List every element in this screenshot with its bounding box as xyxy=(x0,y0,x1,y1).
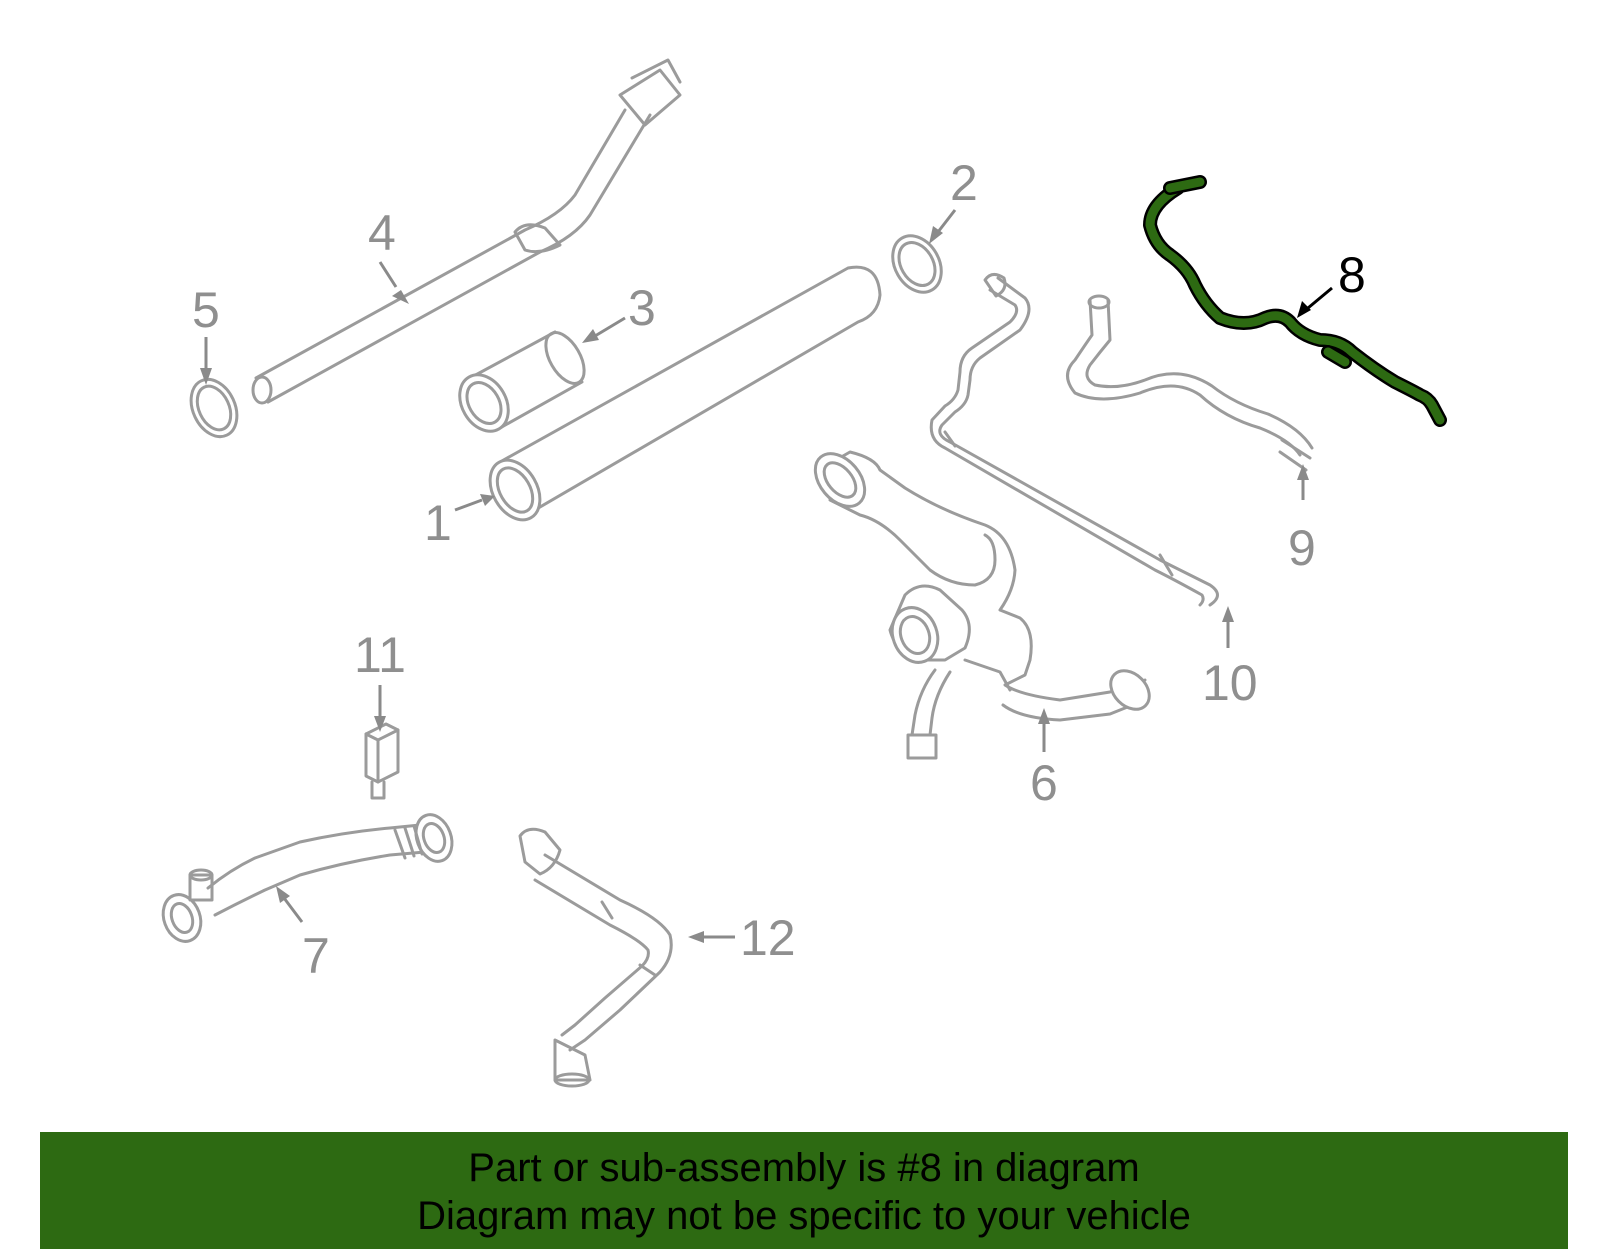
part-6-housing[interactable] xyxy=(805,444,1156,760)
part-5-oring[interactable] xyxy=(182,372,245,444)
info-banner: Part or sub-assembly is #8 in diagram Di… xyxy=(40,1132,1568,1249)
callout-10: 10 xyxy=(1202,655,1258,711)
banner-line-2: Diagram may not be specific to your vehi… xyxy=(417,1194,1191,1238)
part-10-line[interactable] xyxy=(929,273,1219,607)
callout-labels: 4 5 3 2 1 8 9 10 6 11 7 12 xyxy=(192,155,1366,984)
callout-3: 3 xyxy=(628,280,656,336)
callout-4: 4 xyxy=(368,205,396,261)
callout-5: 5 xyxy=(192,282,220,338)
callout-1: 1 xyxy=(424,495,452,551)
callout-12: 12 xyxy=(740,910,796,966)
callout-9: 9 xyxy=(1288,520,1316,576)
part-4-pipe[interactable] xyxy=(251,58,682,405)
callout-arrows xyxy=(200,209,1333,943)
part-11-sensor[interactable] xyxy=(364,722,400,800)
part-1-pipe[interactable] xyxy=(480,265,882,529)
part-3-sleeve[interactable] xyxy=(450,326,592,440)
callout-8: 8 xyxy=(1338,247,1366,303)
part-9-hose[interactable] xyxy=(1066,294,1314,472)
callout-6: 6 xyxy=(1030,755,1058,811)
callout-11: 11 xyxy=(354,627,406,683)
part-7-hose[interactable] xyxy=(157,810,458,947)
banner-line-1: Part or sub-assembly is #8 in diagram xyxy=(468,1146,1140,1190)
callout-7: 7 xyxy=(302,928,330,984)
part-12-pipe[interactable] xyxy=(518,827,673,1088)
part-2-oring[interactable] xyxy=(883,227,951,301)
callout-2: 2 xyxy=(950,155,978,211)
part-8-hose-highlighted[interactable] xyxy=(1143,175,1447,427)
